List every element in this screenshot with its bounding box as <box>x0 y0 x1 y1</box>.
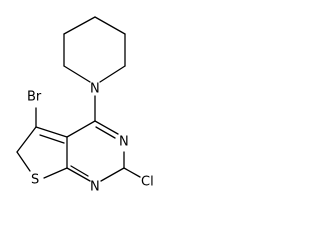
bond <box>95 126 116 139</box>
bond <box>16 126 37 153</box>
bond <box>39 134 65 144</box>
bond <box>63 65 91 83</box>
atom-label-cl: Cl <box>141 175 154 190</box>
atom-label-br: Br <box>27 90 42 105</box>
bond <box>100 167 125 182</box>
molecule-structure: Br N N N S Cl <box>16 16 154 195</box>
bond <box>70 165 89 177</box>
thiophene-ring <box>16 126 68 179</box>
atom-label-s: S <box>31 173 39 188</box>
atom-label-n-upper: N <box>119 135 129 150</box>
bond <box>35 126 68 138</box>
bond <box>123 167 141 178</box>
bond <box>94 16 126 35</box>
bond <box>99 65 126 83</box>
bond <box>16 151 31 172</box>
bond <box>66 120 96 138</box>
pyrimidine-ring <box>66 120 125 182</box>
bond <box>63 16 96 35</box>
atom-label-n-piperidine: N <box>90 82 100 97</box>
bond <box>43 167 68 179</box>
piperidine-ring <box>63 16 126 83</box>
atom-label-n-lower: N <box>90 180 100 195</box>
bond <box>66 167 91 182</box>
bond <box>94 120 119 135</box>
